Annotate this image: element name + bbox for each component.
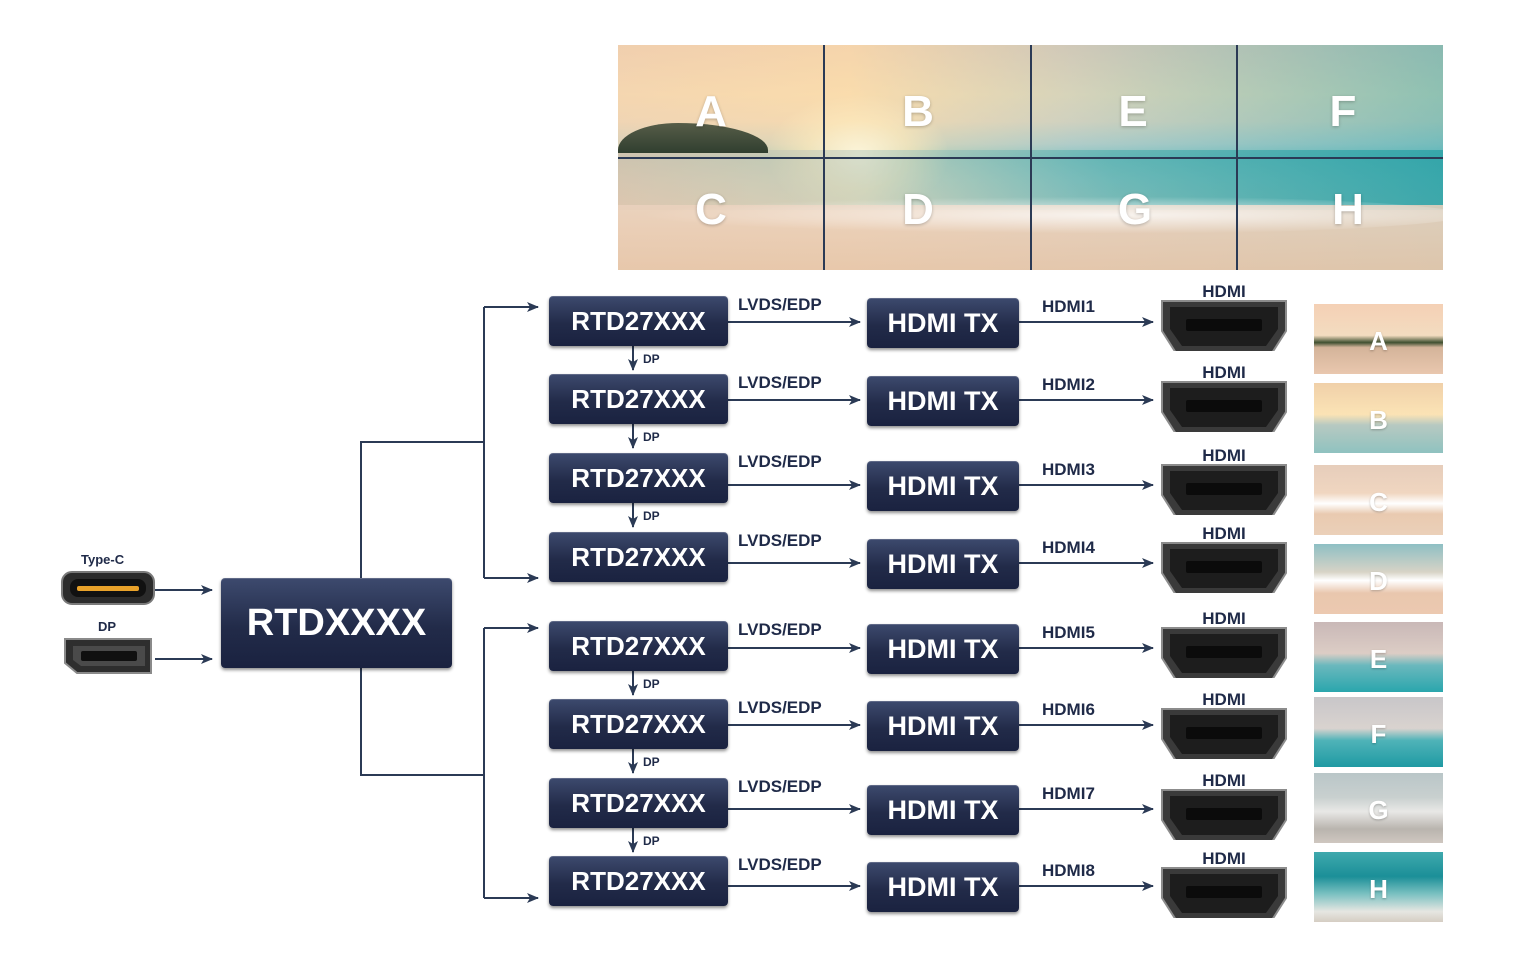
output-thumbnail: E	[1314, 622, 1443, 692]
lvds-edp-label: LVDS/EDP	[738, 620, 822, 639]
hdmi-output-label: HDMI5	[1042, 623, 1095, 642]
thumbnail-label: F	[1370, 719, 1387, 749]
rtd27xxx-chip: RTD27XXX	[549, 453, 728, 503]
dp-chain-label: DP	[643, 509, 660, 523]
output-thumbnail: B	[1314, 383, 1443, 453]
hdmi-tx-chip: HDMI TX	[867, 539, 1019, 589]
typec-label: Type-C	[81, 552, 125, 567]
hdmi-port-icon	[1161, 542, 1287, 593]
rtd27xxx-chip: RTD27XXX	[549, 374, 728, 424]
lvds-edp-label: LVDS/EDP	[738, 531, 822, 550]
output-thumbnail: D	[1314, 544, 1443, 614]
thumbnail-label: H	[1369, 874, 1388, 904]
hdmi-output-label: HDMI3	[1042, 460, 1095, 479]
dp-chain-label: DP	[643, 677, 660, 691]
hdmi-port-icon	[1161, 464, 1287, 515]
hdmi-tx-chip: HDMI TX	[867, 785, 1019, 835]
hdmi-output-label: HDMI4	[1042, 538, 1095, 557]
video-wall: A B E F C D G H	[618, 45, 1443, 270]
lvds-edp-label: LVDS/EDP	[738, 295, 822, 314]
dp-input-label: DP	[98, 619, 117, 634]
hdmi-port-label: HDMI	[1202, 524, 1246, 543]
rtd27xxx-chip: RTD27XXX	[549, 296, 728, 346]
dp-chain-label: DP	[643, 834, 660, 848]
wall-divider	[618, 157, 1443, 159]
hdmi-output-label: HDMI1	[1042, 297, 1095, 316]
hdmi-tx-chip: HDMI TX	[867, 461, 1019, 511]
hdmi-port-icon	[1161, 381, 1287, 432]
hdmi-port-label: HDMI	[1202, 609, 1246, 628]
hdmi-tx-chip: HDMI TX	[867, 298, 1019, 348]
hdmi-port-icon	[1161, 789, 1287, 840]
hdmi-port-label: HDMI	[1202, 690, 1246, 709]
rtd27xxx-chip: RTD27XXX	[549, 621, 728, 671]
hdmi-port-label: HDMI	[1202, 849, 1246, 868]
lvds-edp-label: LVDS/EDP	[738, 452, 822, 471]
thumbnail-label: C	[1369, 487, 1388, 517]
wall-tile-label: F	[1329, 87, 1357, 136]
displayport-icon	[64, 638, 152, 674]
dp-chain-label: DP	[643, 755, 660, 769]
rtd27xxx-chip: RTD27XXX	[549, 532, 728, 582]
hdmi-port-label: HDMI	[1202, 771, 1246, 790]
thumbnail-label: G	[1368, 795, 1389, 825]
hdmi-port-label: HDMI	[1202, 446, 1246, 465]
rtd27xxx-chip: RTD27XXX	[549, 856, 728, 906]
hdmi-port-icon	[1161, 708, 1287, 759]
wall-tile-label: C	[695, 185, 727, 234]
hdmi-tx-chip: HDMI TX	[867, 701, 1019, 751]
hdmi-output-label: HDMI7	[1042, 784, 1095, 803]
hdmi-port-label: HDMI	[1202, 282, 1246, 301]
hdmi-tx-chip: HDMI TX	[867, 624, 1019, 674]
hdmi-output-label: HDMI2	[1042, 375, 1095, 394]
thumbnail-label: A	[1369, 326, 1388, 356]
dp-chain-label: DP	[643, 430, 660, 444]
hdmi-port-icon	[1161, 867, 1287, 918]
output-thumbnail: F	[1314, 697, 1443, 767]
output-thumbnail: G	[1314, 773, 1443, 843]
hdmi-output-label: HDMI6	[1042, 700, 1095, 719]
output-thumbnail: H	[1314, 852, 1443, 922]
rtd27xxx-chip: RTD27XXX	[549, 778, 728, 828]
lvds-edp-label: LVDS/EDP	[738, 777, 822, 796]
wall-tile-label: G	[1117, 185, 1153, 234]
wall-tile-label: A	[695, 87, 727, 136]
wall-tile-label: B	[902, 87, 934, 136]
dp-chain-label: DP	[643, 352, 660, 366]
lvds-edp-label: LVDS/EDP	[738, 698, 822, 717]
hdmi-tx-chip: HDMI TX	[867, 862, 1019, 912]
output-thumbnail: C	[1314, 465, 1443, 535]
output-thumbnail: A	[1314, 304, 1443, 374]
rtd27xxx-chip: RTD27XXX	[549, 699, 728, 749]
hdmi-tx-chip: HDMI TX	[867, 376, 1019, 426]
thumbnail-label: E	[1369, 644, 1388, 674]
lvds-edp-label: LVDS/EDP	[738, 855, 822, 874]
hdmi-port-icon	[1161, 300, 1287, 351]
lvds-edp-label: LVDS/EDP	[738, 373, 822, 392]
usb-c-port-icon	[61, 571, 155, 605]
main-chip-rtdxxxx: RTDXXXX	[221, 578, 452, 668]
wall-tile-label: H	[1332, 185, 1364, 234]
thumbnail-label: D	[1369, 566, 1388, 596]
wall-tile-label: E	[1118, 87, 1148, 136]
hdmi-output-label: HDMI8	[1042, 861, 1095, 880]
wall-tile-label: D	[902, 185, 934, 234]
hdmi-port-label: HDMI	[1202, 363, 1246, 382]
hdmi-port-icon	[1161, 627, 1287, 678]
thumbnail-label: B	[1369, 405, 1388, 435]
